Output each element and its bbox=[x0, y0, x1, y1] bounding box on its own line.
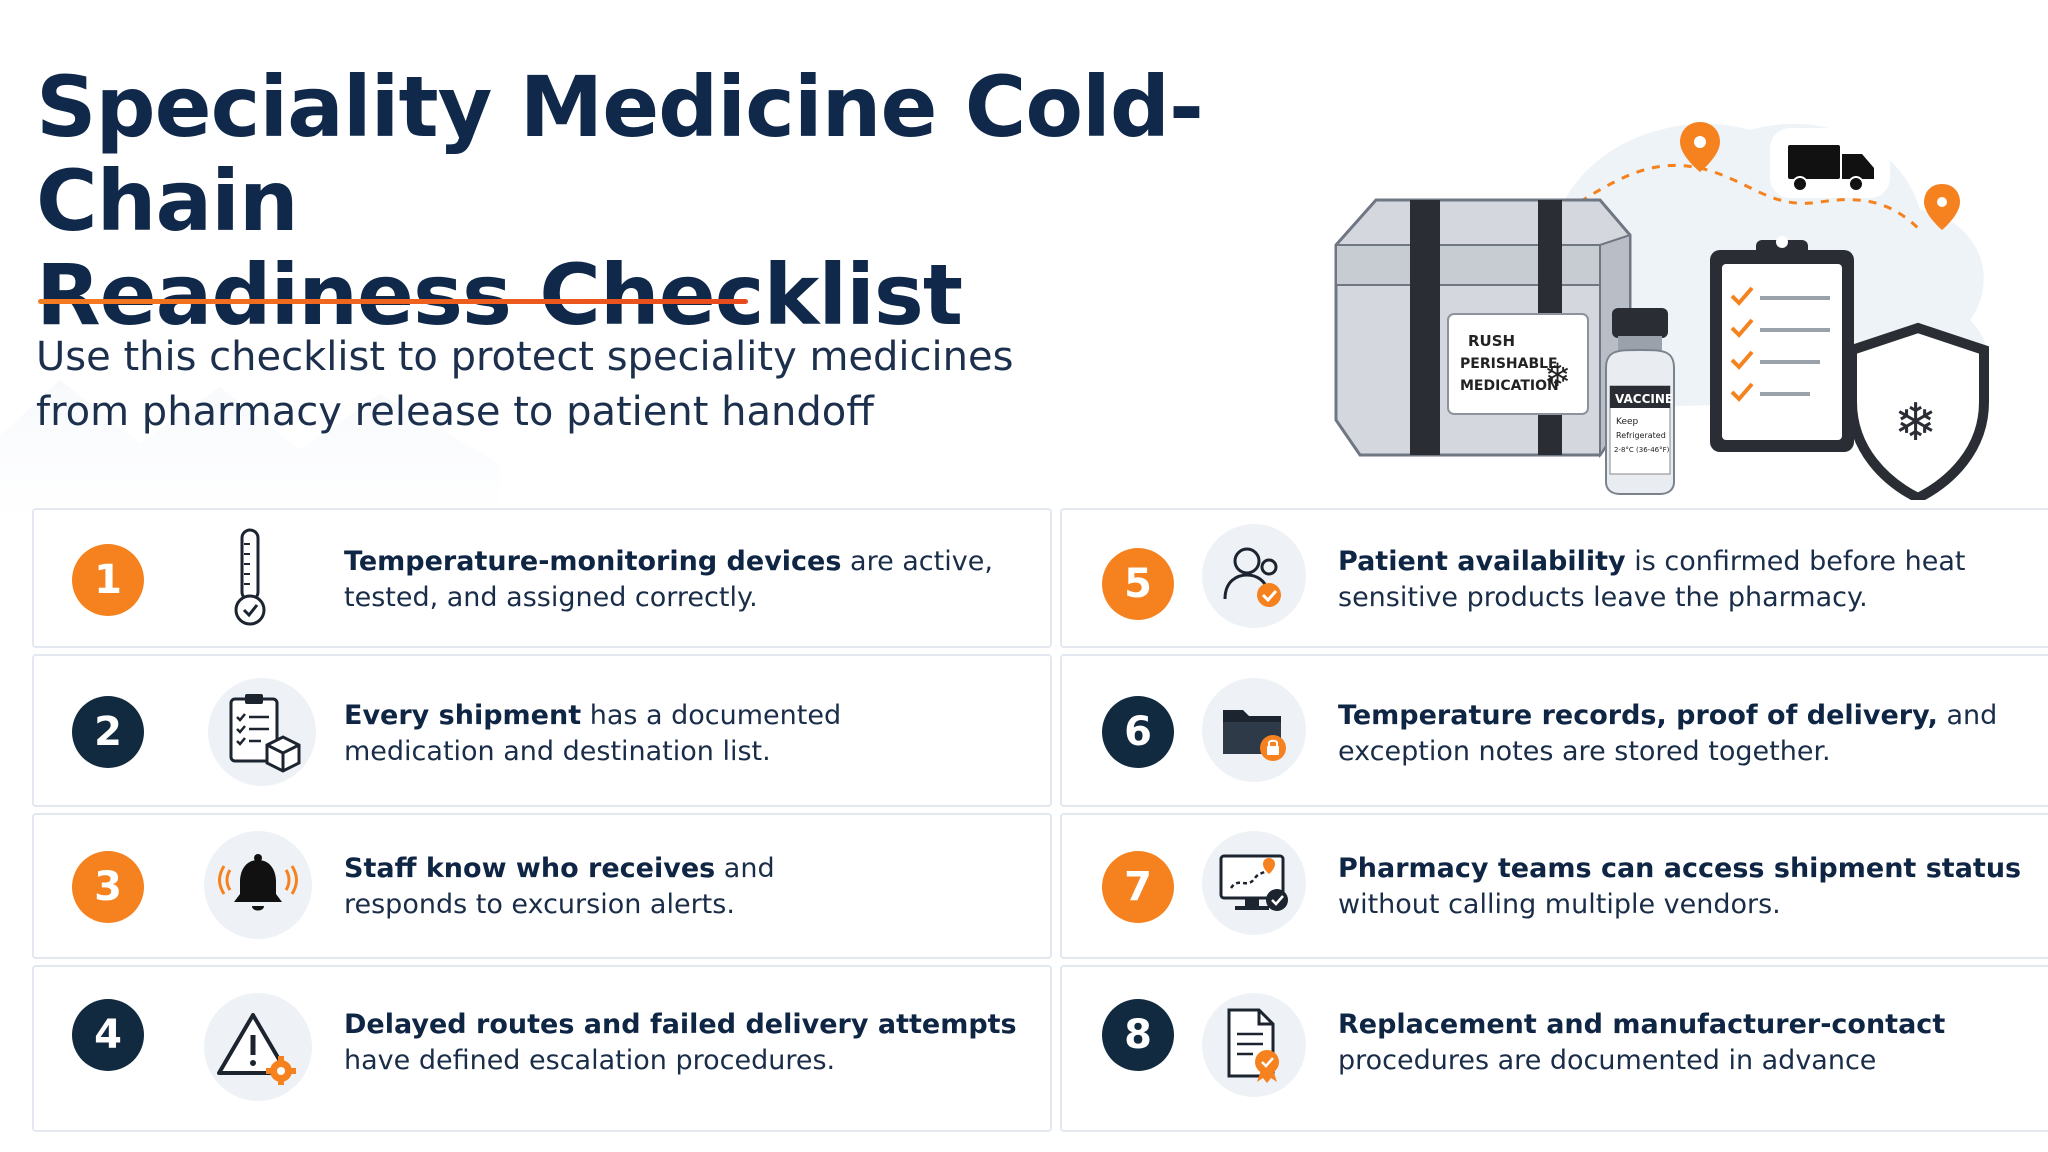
vaccine-vial-icon: VACCINE Keep Refrigerated 2-8°C (36-46°F… bbox=[1605, 308, 1675, 495]
cold-chain-illustration: RUSH PERISHABLE MEDICATION ❄ VACCINE Kee… bbox=[1334, 122, 1989, 500]
item-number-badge: 3 bbox=[72, 851, 144, 923]
checklist-item-1: 1 Temperature-monitoring devices are act… bbox=[32, 508, 1052, 648]
checklist-item-8: 8 Replacement and manufacturer-contact p… bbox=[1060, 965, 2048, 1132]
vial-small-3: 2-8°C (36-46°F) bbox=[1614, 446, 1670, 454]
item-text: Delayed routes and failed delivery attem… bbox=[344, 1009, 1017, 1076]
clipboard-checklist-icon bbox=[1710, 236, 1854, 452]
user-check-icon bbox=[1202, 524, 1306, 628]
item-number-badge: 5 bbox=[1102, 548, 1174, 620]
title-line-1: Speciality Medicine Cold-Chain bbox=[36, 58, 1204, 251]
checklist-item-7: 7 Pharmacy teams can access shipment sta… bbox=[1060, 813, 2048, 959]
item-number-badge: 4 bbox=[72, 999, 144, 1071]
snowflake-icon: ❄ bbox=[1544, 356, 1571, 394]
document-badge-icon bbox=[1202, 993, 1306, 1097]
location-pin-icon bbox=[1924, 184, 1960, 230]
box-label-1: RUSH bbox=[1468, 332, 1515, 350]
svg-text:❄: ❄ bbox=[1894, 393, 1938, 453]
item-number-badge: 8 bbox=[1102, 999, 1174, 1071]
checklist-item-3: 3 Staff know who receives and responds t… bbox=[32, 813, 1052, 959]
item-text: Replacement and manufacturer-contact pro… bbox=[1338, 1009, 1946, 1076]
subtitle: Use this checklist to protect speciality… bbox=[36, 330, 1136, 440]
subtitle-line-2: from pharmacy release to patient handoff bbox=[36, 389, 874, 436]
box-label-3: MEDICATION bbox=[1460, 378, 1559, 394]
item-text: Every shipment has a documented medicati… bbox=[344, 700, 842, 767]
page-title: Speciality Medicine Cold-Chain Readiness… bbox=[36, 60, 1436, 342]
item-text: Temperature records, proof of delivery, … bbox=[1338, 700, 1998, 767]
checklist-item-2: 2 Every shipment has a documented medica… bbox=[32, 654, 1052, 807]
item-text: Pharmacy teams can access shipment statu… bbox=[1338, 853, 2022, 920]
title-line-2: Readiness Checklist bbox=[36, 246, 963, 345]
item-number-badge: 1 bbox=[72, 544, 144, 616]
cooler-box-icon: RUSH PERISHABLE MEDICATION ❄ bbox=[1334, 198, 1632, 459]
truck-icon bbox=[1770, 128, 1890, 198]
item-text: Patient availability is confirmed before… bbox=[1338, 546, 1966, 613]
vial-small-1: Keep bbox=[1616, 417, 1639, 427]
folder-lock-icon bbox=[1202, 678, 1306, 782]
item-number-badge: 2 bbox=[72, 696, 144, 768]
location-pin-icon bbox=[1680, 122, 1720, 172]
checklist-grid: 1 Temperature-monitoring devices are act… bbox=[32, 508, 2048, 1132]
clipboard-package-icon bbox=[208, 678, 316, 786]
item-text: Staff know who receives and responds to … bbox=[344, 853, 775, 920]
item-text: Temperature-monitoring devices are activ… bbox=[344, 546, 993, 613]
shield-snowflake-icon: ❄ bbox=[1847, 322, 1989, 500]
vial-label: VACCINE bbox=[1615, 392, 1673, 406]
bell-alert-icon bbox=[204, 831, 312, 939]
checklist-item-6: 6 Temperature records, proof of delivery… bbox=[1060, 654, 2048, 807]
item-number-badge: 6 bbox=[1102, 696, 1174, 768]
checklist-item-5: 5 Patient availability is confirmed befo… bbox=[1060, 508, 2048, 648]
checklist-item-4: 4 Delayed routes and failed delivery att… bbox=[32, 965, 1052, 1132]
item-number-badge: 7 bbox=[1102, 851, 1174, 923]
subtitle-line-1: Use this checklist to protect speciality… bbox=[36, 334, 1014, 380]
vial-small-2: Refrigerated bbox=[1616, 431, 1666, 440]
warning-gear-icon bbox=[204, 993, 312, 1101]
monitor-route-icon bbox=[1202, 831, 1306, 935]
thermometer-icon bbox=[196, 524, 304, 632]
title-divider bbox=[38, 299, 748, 304]
box-label-2: PERISHABLE bbox=[1460, 356, 1558, 372]
